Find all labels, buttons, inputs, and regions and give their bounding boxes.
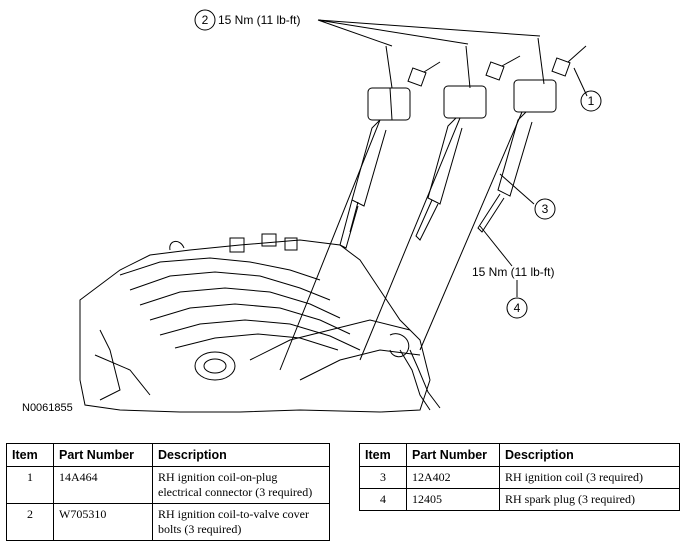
ignition-coil [339,45,441,249]
callout-3-number: 3 [542,202,549,216]
callout-2-number: 2 [202,13,209,27]
header-item: Item [359,443,407,467]
table-row: 1 14A464 RH ignition coil-on-plug electr… [6,466,330,504]
cell-part-number: 12A402 [406,466,500,489]
cell-description: RH spark plug (3 required) [499,488,680,511]
header-part-number: Part Number [406,443,500,467]
callout-1-circle [580,90,602,112]
cell-description: RH ignition coil-on-plug electrical conn… [152,466,330,504]
cell-item: 2 [6,503,54,541]
parts-table-right: Item Part Number Description 3 12A402 RH… [359,443,680,511]
cell-description: RH ignition coil-to-valve cover bolts (3… [152,503,330,541]
ignition-coil-diagram: 2 15 Nm (11 lb-ft) 1 3 15 Nm (11 lb-ft) … [79,9,602,413]
table-header-row: Item Part Number Description [6,443,330,467]
table-header-row: Item Part Number Description [359,443,680,467]
callout-2-circle [194,9,216,31]
callout-4-torque: 15 Nm (11 lb-ft) [472,265,554,279]
cell-part-number: 14A464 [53,466,153,504]
header-description: Description [499,443,680,467]
cell-item: 1 [6,466,54,504]
header-item: Item [6,443,54,467]
cell-part-number: W705310 [53,503,153,541]
ignition-coil [477,37,587,233]
table-row: 2 W705310 RH ignition coil-to-valve cove… [6,503,330,541]
figure-id: N0061855 [22,402,73,414]
table-row: 4 12405 RH spark plug (3 required) [359,488,680,511]
callout-2-torque: 15 Nm (11 lb-ft) [218,13,300,27]
header-description: Description [152,443,330,467]
callout-4-circle [506,297,528,319]
cell-item: 4 [359,488,407,511]
ignition-coil [415,45,521,241]
table-row: 3 12A402 RH ignition coil (3 required) [359,466,680,489]
callout-3-circle [534,198,556,220]
callout-1-number: 1 [588,94,595,108]
cell-description: RH ignition coil (3 required) [499,466,680,489]
engine-illustration [79,233,441,413]
parts-table-left: Item Part Number Description 1 14A464 RH… [6,443,330,541]
cell-part-number: 12405 [406,488,500,511]
callout-4-number: 4 [514,301,521,315]
header-part-number: Part Number [53,443,153,467]
cell-item: 3 [359,466,407,489]
